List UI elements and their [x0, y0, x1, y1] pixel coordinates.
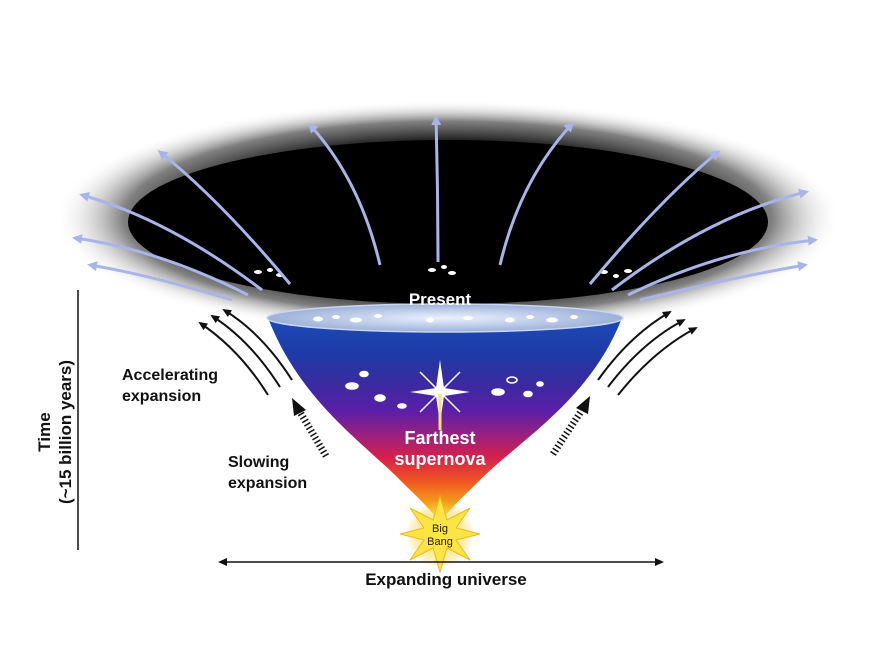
accelerating-label-line2: expansion — [122, 388, 201, 405]
expansion-arrow — [79, 192, 263, 292]
expansion-arrow — [498, 121, 575, 266]
starburst-icon — [399, 494, 481, 574]
expansion-arrow — [72, 234, 249, 297]
universe-funnel — [268, 318, 622, 524]
time-axis-label-line2: (~15 billion years) — [56, 360, 75, 504]
slowing-label-line1: Slowing — [228, 454, 289, 471]
present-surface — [266, 303, 624, 333]
accelerating-arrows-left — [198, 308, 293, 396]
present-universe-core — [128, 140, 768, 304]
expansion-arrows — [72, 115, 818, 302]
slowing-arrow-left — [292, 398, 330, 458]
expansion-arrow — [627, 235, 818, 297]
expansion-arrow — [611, 188, 809, 292]
expansion-arrow — [588, 150, 721, 285]
star-flash-icon — [410, 360, 470, 430]
supernova-label-line1: Farthest — [404, 428, 475, 448]
slowing-arrow-right — [550, 396, 590, 456]
slowing-label-line2: expansion — [228, 475, 307, 492]
expansion-arrow — [87, 261, 233, 302]
galaxy-icon — [345, 370, 544, 409]
galaxy-icon — [313, 314, 578, 323]
accelerating-arrows-right — [597, 311, 698, 396]
time-axis-label-line1: Time — [35, 412, 54, 451]
big-bang-label-line2: Bang — [427, 536, 453, 548]
expansion-arrow — [307, 122, 382, 266]
expansion-arrow — [431, 115, 442, 263]
expansion-arrow — [157, 150, 292, 285]
expanding-universe-label: Expanding universe — [365, 570, 527, 589]
present-label: Present — [409, 290, 472, 309]
supernova-label-line2: supernova — [394, 449, 486, 469]
expansion-arrow — [639, 261, 808, 302]
accelerating-label-line1: Accelerating — [122, 367, 218, 384]
big-bang-label-line1: Big — [432, 523, 448, 535]
